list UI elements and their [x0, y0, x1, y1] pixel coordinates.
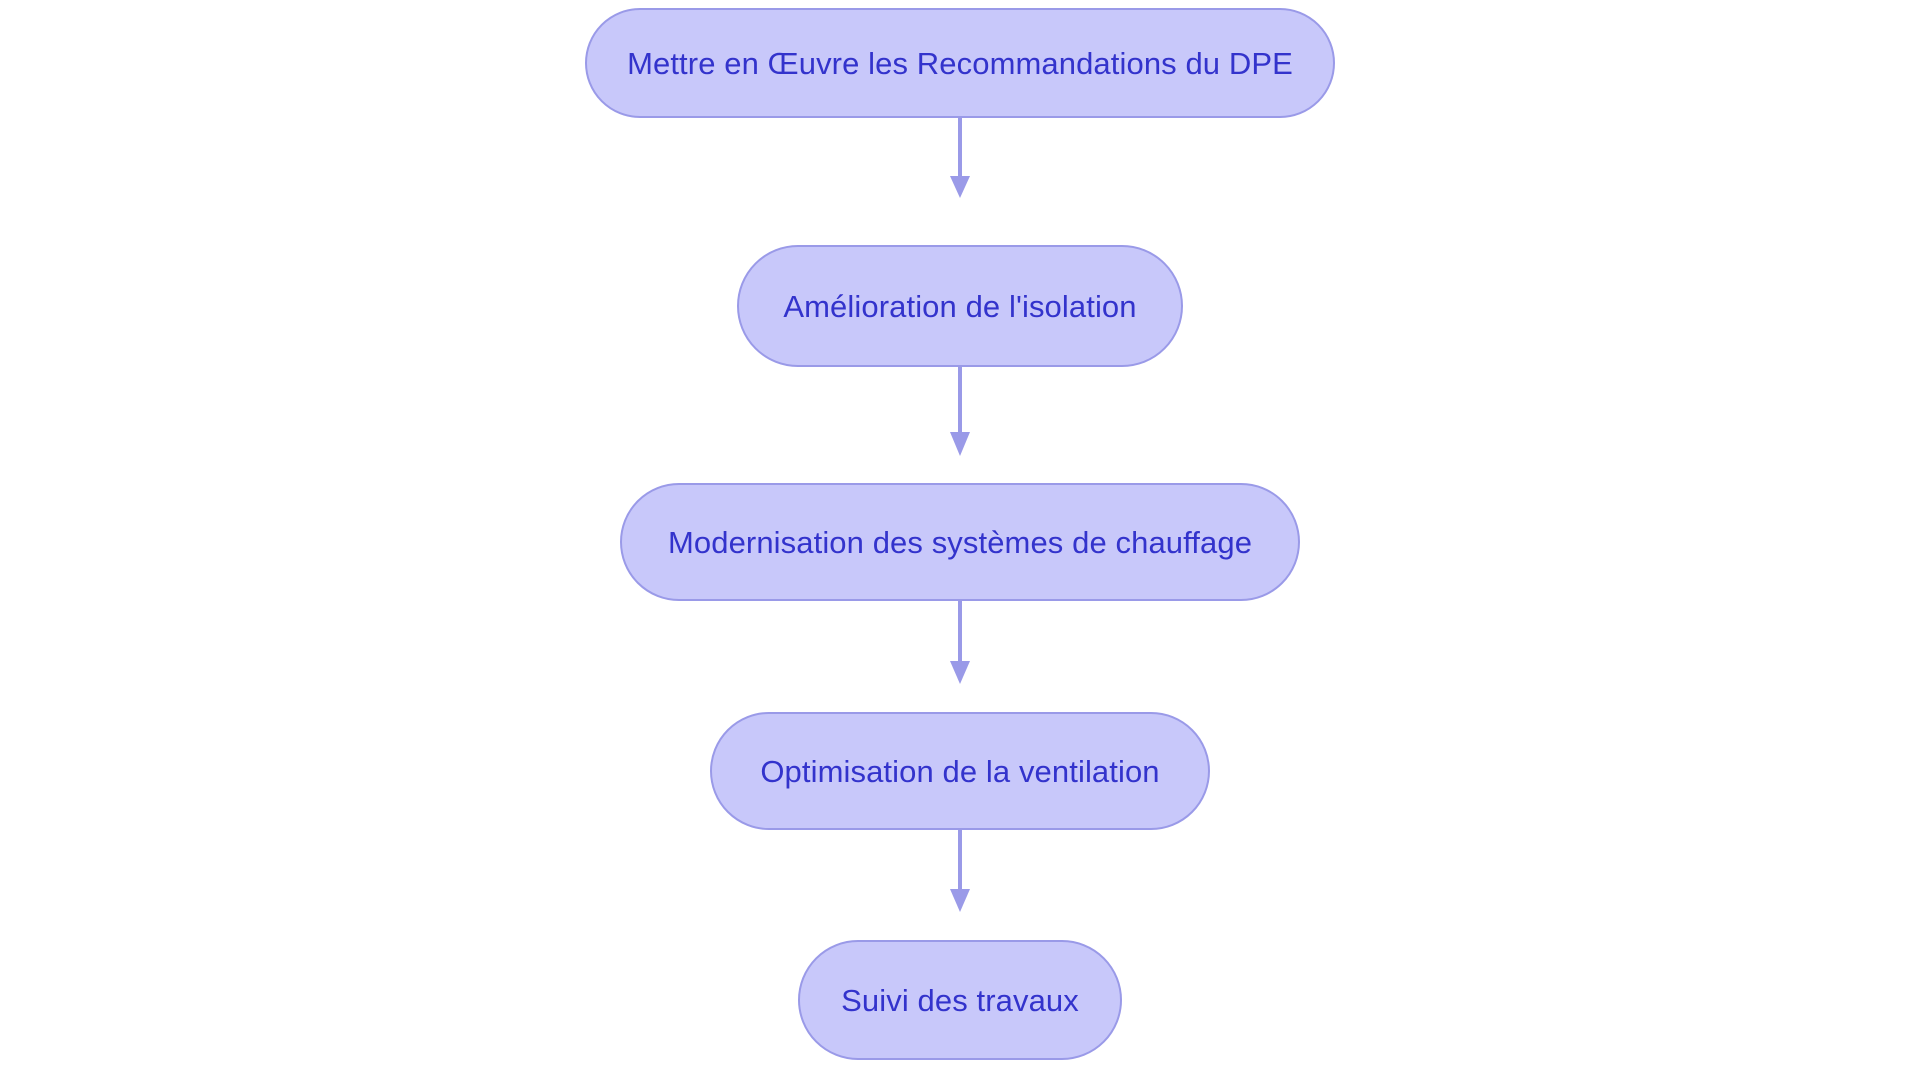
flowchart-node-5[interactable]: Suivi des travaux: [798, 940, 1122, 1060]
flowchart-node-2-label: Amélioration de l'isolation: [783, 288, 1137, 324]
flowchart-node-2[interactable]: Amélioration de l'isolation: [737, 245, 1183, 367]
flowchart-node-3-label: Modernisation des systèmes de chauffage: [667, 524, 1253, 560]
flowchart-arrow-2: [950, 367, 970, 456]
flowchart-node-4[interactable]: Optimisation de la ventilation: [710, 712, 1210, 830]
flowchart-node-1[interactable]: Mettre en Œuvre les Recommandations du D…: [585, 8, 1335, 118]
flowchart-arrow-4: [950, 830, 970, 912]
flowchart-arrow-3: [950, 601, 970, 684]
flowchart-node-3[interactable]: Modernisation des systèmes de chauffage: [620, 483, 1300, 601]
flowchart-node-5-label: Suivi des travaux: [841, 982, 1079, 1018]
flowchart-node-4-label: Optimisation de la ventilation: [760, 753, 1160, 789]
flowchart-arrow-1: [950, 118, 970, 198]
flowchart-node-1-label: Mettre en Œuvre les Recommandations du D…: [627, 45, 1293, 81]
